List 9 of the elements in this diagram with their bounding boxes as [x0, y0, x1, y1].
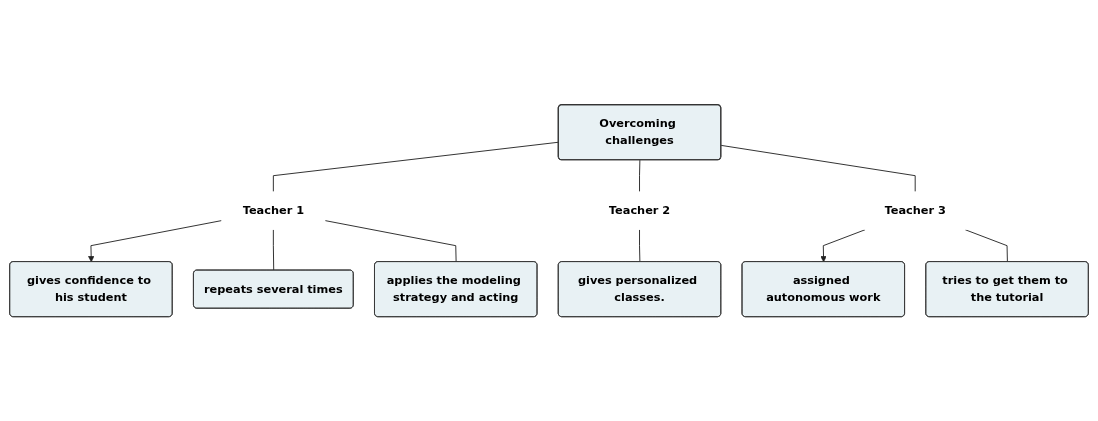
- connector: [639, 229, 641, 263]
- node-text: Teacher 3: [884, 203, 946, 217]
- connector: [964, 229, 1008, 263]
- connector: [639, 159, 641, 192]
- node-text: Teacher 2: [608, 203, 671, 217]
- connector: [324, 220, 457, 263]
- connector: [272, 229, 275, 271]
- connector: [720, 144, 916, 192]
- node-text: Teacher 1: [242, 203, 305, 217]
